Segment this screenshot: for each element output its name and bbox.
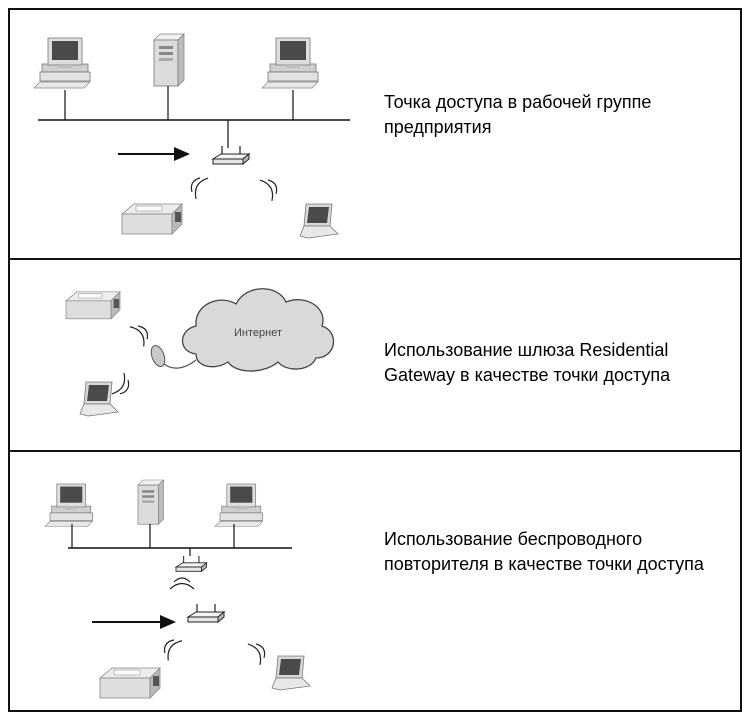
- gateway-diagram: Интернет: [10, 260, 370, 450]
- printer-icon: [121, 203, 183, 235]
- lan-bus-line: [68, 524, 292, 556]
- workgroup-diagram: [10, 10, 370, 258]
- desktop-computer-icon: [261, 37, 319, 89]
- arrow-icon: [118, 147, 190, 161]
- gateway-icon: [150, 344, 197, 369]
- wireless-waves-icon: [185, 171, 283, 202]
- row-residential-gateway: Интернет Использование шлюза Residential…: [10, 260, 740, 452]
- repeater-diagram: [10, 452, 370, 710]
- arrow-icon: [92, 615, 176, 629]
- row-caption: Использование беспроводного повторителя …: [384, 529, 704, 574]
- laptop-icon: [79, 381, 119, 417]
- printer-icon: [99, 667, 161, 699]
- access-point-icon: [212, 145, 250, 165]
- wireless-waves-icon: [158, 633, 271, 666]
- wireless-waves-icon: [111, 319, 154, 400]
- laptop-icon: [271, 655, 311, 691]
- lan-bus-line: [38, 86, 350, 148]
- printer-icon: [65, 291, 121, 320]
- wireless-waves-icon: [169, 577, 195, 590]
- row-workgroup-access-point: Точка доступа в рабочей группе предприят…: [10, 10, 740, 260]
- desktop-computer-icon: [33, 37, 91, 89]
- desktop-computer-icon: [214, 483, 263, 527]
- tower-server-icon: [153, 33, 185, 87]
- row-wireless-repeater: Использование беспроводного повторителя …: [10, 452, 740, 710]
- internet-cloud-icon: Интернет: [181, 288, 335, 372]
- access-point-icon: [175, 555, 208, 572]
- row-caption: Использование шлюза Residential Gateway …: [384, 340, 671, 385]
- row-caption: Точка доступа в рабочей группе предприят…: [384, 92, 652, 137]
- repeater-icon: [187, 603, 225, 623]
- network-diagram-table: Точка доступа в рабочей группе предприят…: [8, 8, 742, 712]
- cloud-label: Интернет: [234, 327, 282, 339]
- laptop-icon: [299, 203, 339, 239]
- desktop-computer-icon: [44, 483, 93, 527]
- tower-server-icon: [137, 479, 164, 525]
